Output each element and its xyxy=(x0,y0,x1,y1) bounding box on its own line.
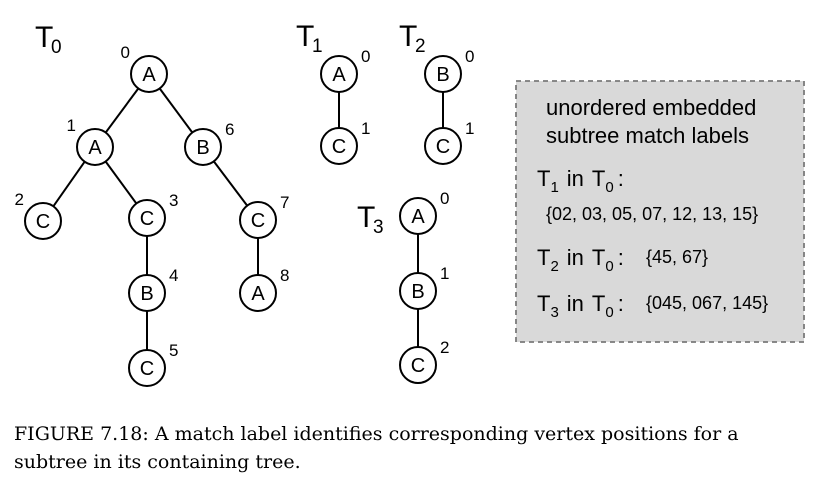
node-position: 8 xyxy=(280,266,289,285)
node-label: B xyxy=(140,283,153,305)
node-circle xyxy=(239,201,277,239)
tree-node: C2 xyxy=(15,190,62,240)
tree-title-T3: T xyxy=(357,201,375,234)
node-circle xyxy=(130,55,168,93)
node-label: A xyxy=(332,64,346,86)
node-circle xyxy=(128,199,166,237)
legend-panel: unordered embedded subtree match labels … xyxy=(515,80,805,343)
node-circle xyxy=(24,202,62,240)
node-position: 0 xyxy=(121,43,130,62)
tree-node: A0 xyxy=(399,189,449,235)
node-circle xyxy=(239,274,277,312)
node-position: 7 xyxy=(280,193,289,212)
tree-edge xyxy=(104,160,138,205)
node-label: C xyxy=(251,210,265,232)
node-label: B xyxy=(411,281,424,303)
node-circle xyxy=(320,127,358,165)
tree-node: C3 xyxy=(128,191,178,237)
tree-node: C2 xyxy=(399,338,449,384)
node-position: 1 xyxy=(440,264,449,283)
node-circle xyxy=(399,346,437,384)
node-label: C xyxy=(332,136,346,158)
node-label: C xyxy=(411,355,425,377)
legend-row-3-set: {045, 067, 145} xyxy=(646,293,768,313)
tree-node: A0 xyxy=(320,47,370,93)
node-circle xyxy=(399,197,437,235)
tree-node: C1 xyxy=(424,119,474,165)
node-label: B xyxy=(196,137,209,159)
node-position: 1 xyxy=(67,116,76,135)
node-circle xyxy=(424,55,462,93)
tree-edge xyxy=(213,160,248,207)
tree-node: B6 xyxy=(184,120,234,166)
tree-node: B4 xyxy=(128,266,178,312)
tree-node: C1 xyxy=(320,119,370,165)
tree-edge xyxy=(104,87,140,134)
node-label: C xyxy=(140,208,154,230)
tree-edge xyxy=(52,161,86,207)
legend-row-1-set: {02, 03, 05, 07, 12, 13, 15} xyxy=(546,204,758,224)
node-position: 2 xyxy=(440,338,449,357)
node-circle xyxy=(399,272,437,310)
figure-caption: FIGURE 7.18: A match label identifies co… xyxy=(14,420,819,476)
node-label: A xyxy=(88,137,102,159)
node-label: C xyxy=(436,136,450,158)
node-position: 0 xyxy=(465,47,474,66)
node-circle xyxy=(128,274,166,312)
tree-node: C7 xyxy=(239,193,289,239)
node-position: 6 xyxy=(225,120,234,139)
tree-node: A0 xyxy=(121,43,168,93)
node-position: 0 xyxy=(361,47,370,66)
node-circle xyxy=(128,349,166,387)
node-position: 2 xyxy=(15,190,24,209)
tree-node: B0 xyxy=(424,47,474,93)
node-position: 1 xyxy=(361,119,370,138)
tree-title-T2: T xyxy=(399,20,417,53)
node-label: A xyxy=(411,206,425,228)
tree-title-subscript: 3 xyxy=(373,217,384,238)
node-circle xyxy=(184,128,222,166)
tree-title-subscript: 2 xyxy=(415,36,426,57)
legend-heading-line2: subtree match labels xyxy=(546,123,749,148)
node-position: 5 xyxy=(169,341,178,360)
tree-title-T0: T xyxy=(35,21,53,54)
node-position: 3 xyxy=(169,191,178,210)
tree-title-subscript: 0 xyxy=(51,37,62,58)
node-label: A xyxy=(142,64,156,86)
legend-box xyxy=(515,80,805,343)
node-position: 0 xyxy=(440,189,449,208)
node-position: 1 xyxy=(465,119,474,138)
tree-node: B1 xyxy=(399,264,449,310)
tree-node: A8 xyxy=(239,266,289,312)
node-circle xyxy=(320,55,358,93)
node-label: C xyxy=(140,358,154,380)
node-position: 4 xyxy=(169,266,178,285)
node-circle xyxy=(424,127,462,165)
caption-line-1: FIGURE 7.18: A match label identifies co… xyxy=(14,423,739,445)
node-circle xyxy=(76,128,114,166)
tree-title-subscript: 1 xyxy=(312,36,323,57)
legend-row-2-set: {45, 67} xyxy=(646,247,708,267)
tree-title-T1: T xyxy=(296,20,314,53)
node-label: A xyxy=(251,283,265,305)
caption-line-2: subtree in its containing tree. xyxy=(14,451,301,473)
tree-node: C5 xyxy=(128,341,178,387)
legend-heading-line1: unordered embedded xyxy=(546,95,756,120)
tree-node: A1 xyxy=(67,116,114,166)
node-label: B xyxy=(436,64,449,86)
tree-edge xyxy=(158,87,194,134)
node-label: C xyxy=(36,211,50,233)
